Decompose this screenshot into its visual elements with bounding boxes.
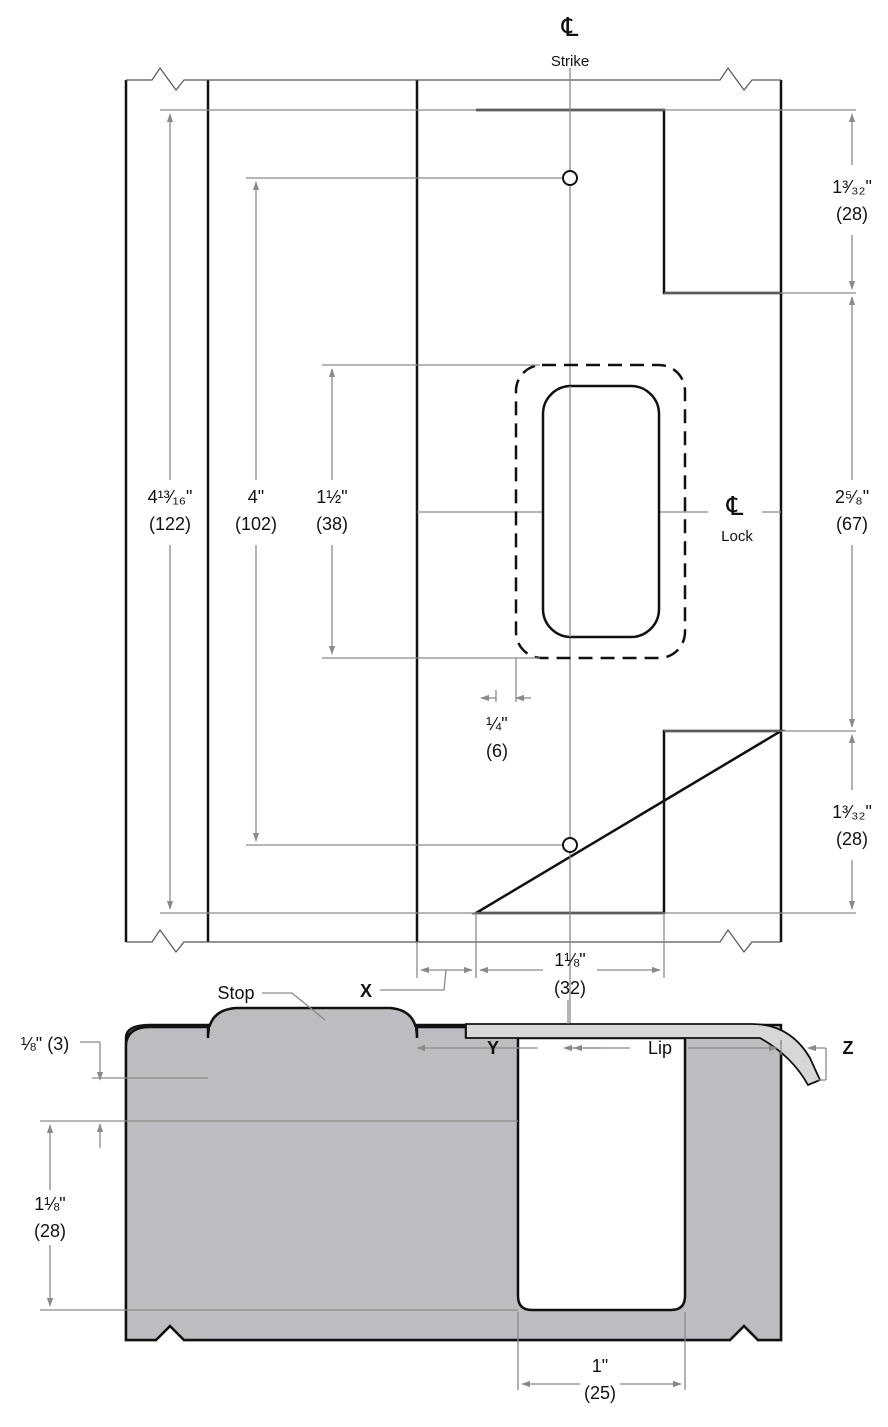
- eighth-dimension: ⅛" (3): [21, 1034, 69, 1054]
- elevation-view: 4¹³⁄₁₆" (122) 4" (102) 1½" (38) 1³⁄₃₂" (…: [124, 12, 872, 1055]
- mortise-width-mm: (25): [584, 1383, 616, 1403]
- y-label: Y: [487, 1038, 499, 1058]
- center-span-mm: (67): [836, 514, 868, 534]
- opening-height-inch: 1½": [316, 487, 347, 507]
- depth-inch: 1⅛": [34, 1194, 65, 1214]
- overall-height-mm: (122): [149, 514, 191, 534]
- z-label: Z: [843, 1038, 854, 1058]
- section-dimensions: [40, 992, 827, 1390]
- depth-mm: (28): [34, 1221, 66, 1241]
- mortise-cavity: [516, 1036, 687, 1312]
- hole-spacing-inch: 4": [248, 487, 264, 507]
- strike-opening: [541, 384, 661, 639]
- dimension-lines: [166, 113, 856, 991]
- top-notch-mm: (28): [836, 204, 868, 224]
- x-label: X: [360, 981, 372, 1001]
- mortise-width-inch: 1": [592, 1356, 608, 1376]
- strike-centerline-label: Strike: [551, 53, 589, 70]
- bottom-screw-hole: [562, 837, 578, 853]
- top-screw-hole: [562, 170, 578, 186]
- strike-lip: [465, 1023, 822, 1087]
- bottom-notch-inch: 1³⁄₃₂": [832, 802, 872, 822]
- lip-label: Lip: [648, 1038, 672, 1058]
- bottom-notch-mm: (28): [836, 829, 868, 849]
- top-notch-inch: 1³⁄₃₂": [832, 177, 872, 197]
- hole-spacing-mm: (102): [235, 514, 277, 534]
- break-lines: [126, 66, 781, 953]
- lock-centerline-label: Lock: [721, 528, 753, 545]
- strike-width-inch: 1⅛": [554, 950, 585, 970]
- quarter-inch: ¼": [486, 714, 507, 734]
- lock-centerline-symbol: ℄: [726, 491, 744, 521]
- overall-height-inch: 4¹³⁄₁₆": [148, 487, 193, 507]
- section-final: [124, 1006, 822, 1342]
- center-span-inch: 2⁵⁄₈": [835, 487, 869, 507]
- extension-lines: [160, 109, 856, 978]
- opening-height-mm: (38): [316, 514, 348, 534]
- frame-lines: [124, 80, 783, 942]
- mortise-clearance-outline: [514, 363, 687, 660]
- strike-width-mm: (32): [554, 978, 586, 998]
- strike-centerline-symbol: ℄: [561, 12, 579, 42]
- stop-label: Stop: [217, 983, 254, 1003]
- quarter-mm: (6): [486, 741, 508, 761]
